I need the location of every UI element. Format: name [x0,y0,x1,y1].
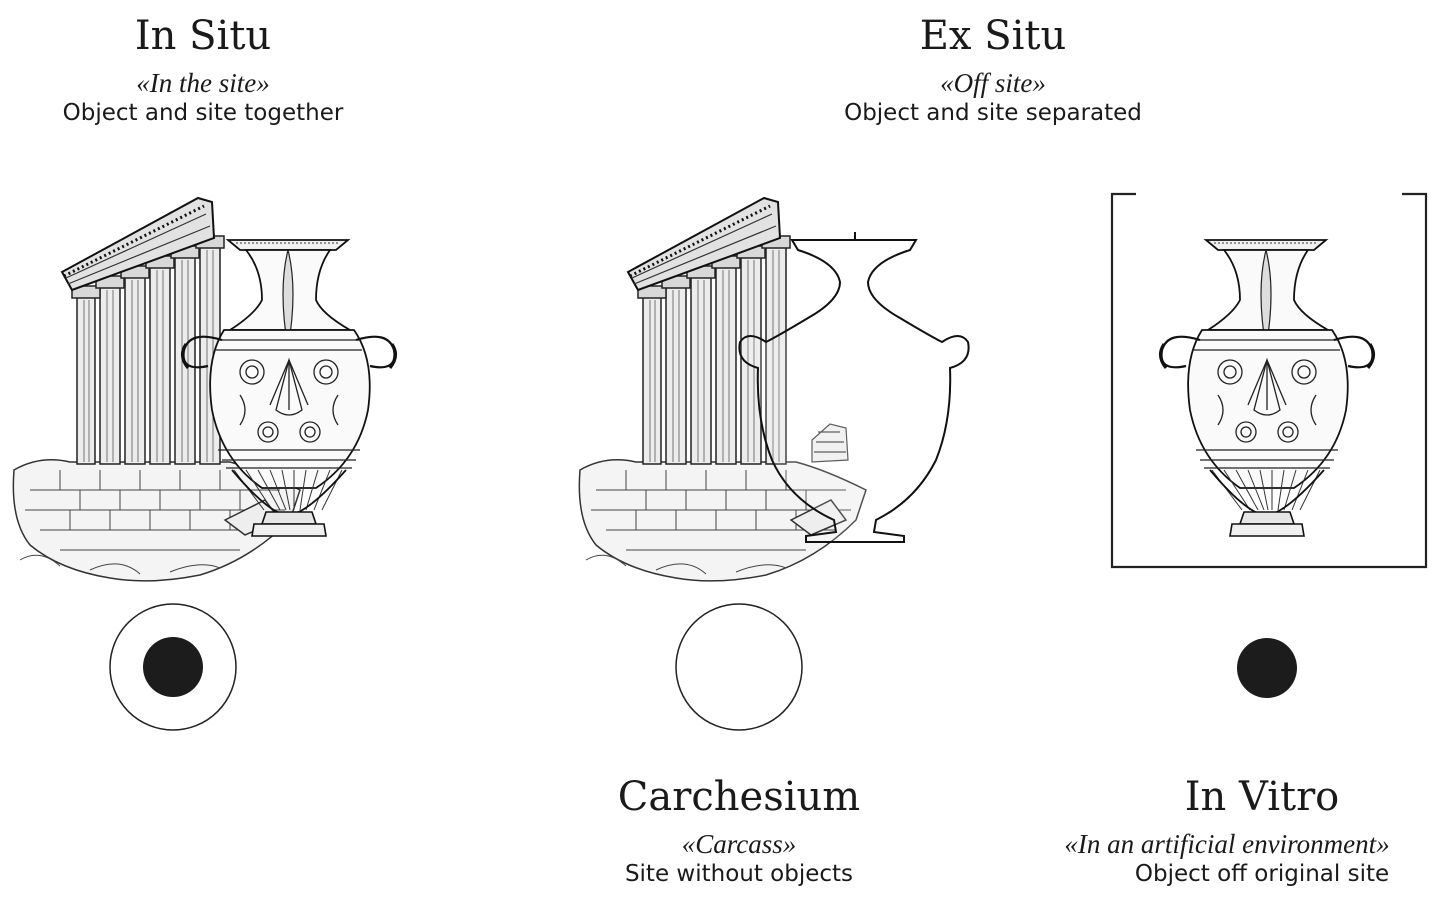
empty-site-ring-icon [676,604,802,730]
object-dot-icon [143,637,203,697]
isolated-object-dot-icon [1237,638,1297,698]
ornate-vase-illustration-in-vitro [1160,240,1373,536]
